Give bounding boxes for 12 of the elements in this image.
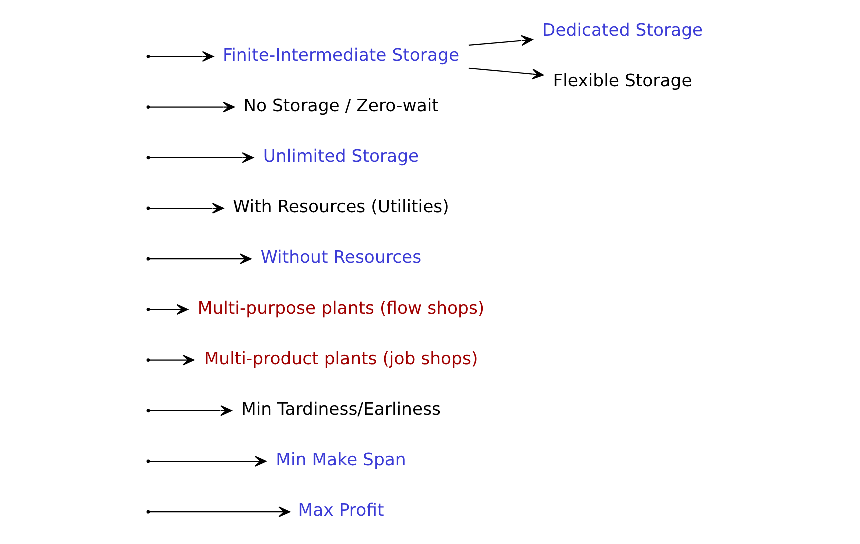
node-text: Max Profit [298,501,384,522]
node-text: Min Tardiness/Earliness [242,400,442,420]
node-text: No Storage / Zero-wait [244,96,439,116]
node-text: Unlimited Storage [263,146,420,167]
node-text: Multi-purpose plants (flow shops) [198,298,485,319]
node-text: Min Make Span [276,450,406,471]
node-text: With Resources (Utilities) [233,198,450,218]
node-text: Multi-product plants (job shops) [204,349,478,370]
node-text: Finite-Intermediate Storage [222,46,460,66]
node-text: Dedicated Storage [542,21,704,42]
node-text: Without Resources [260,248,422,268]
node-text: Flexible Storage [553,72,692,92]
